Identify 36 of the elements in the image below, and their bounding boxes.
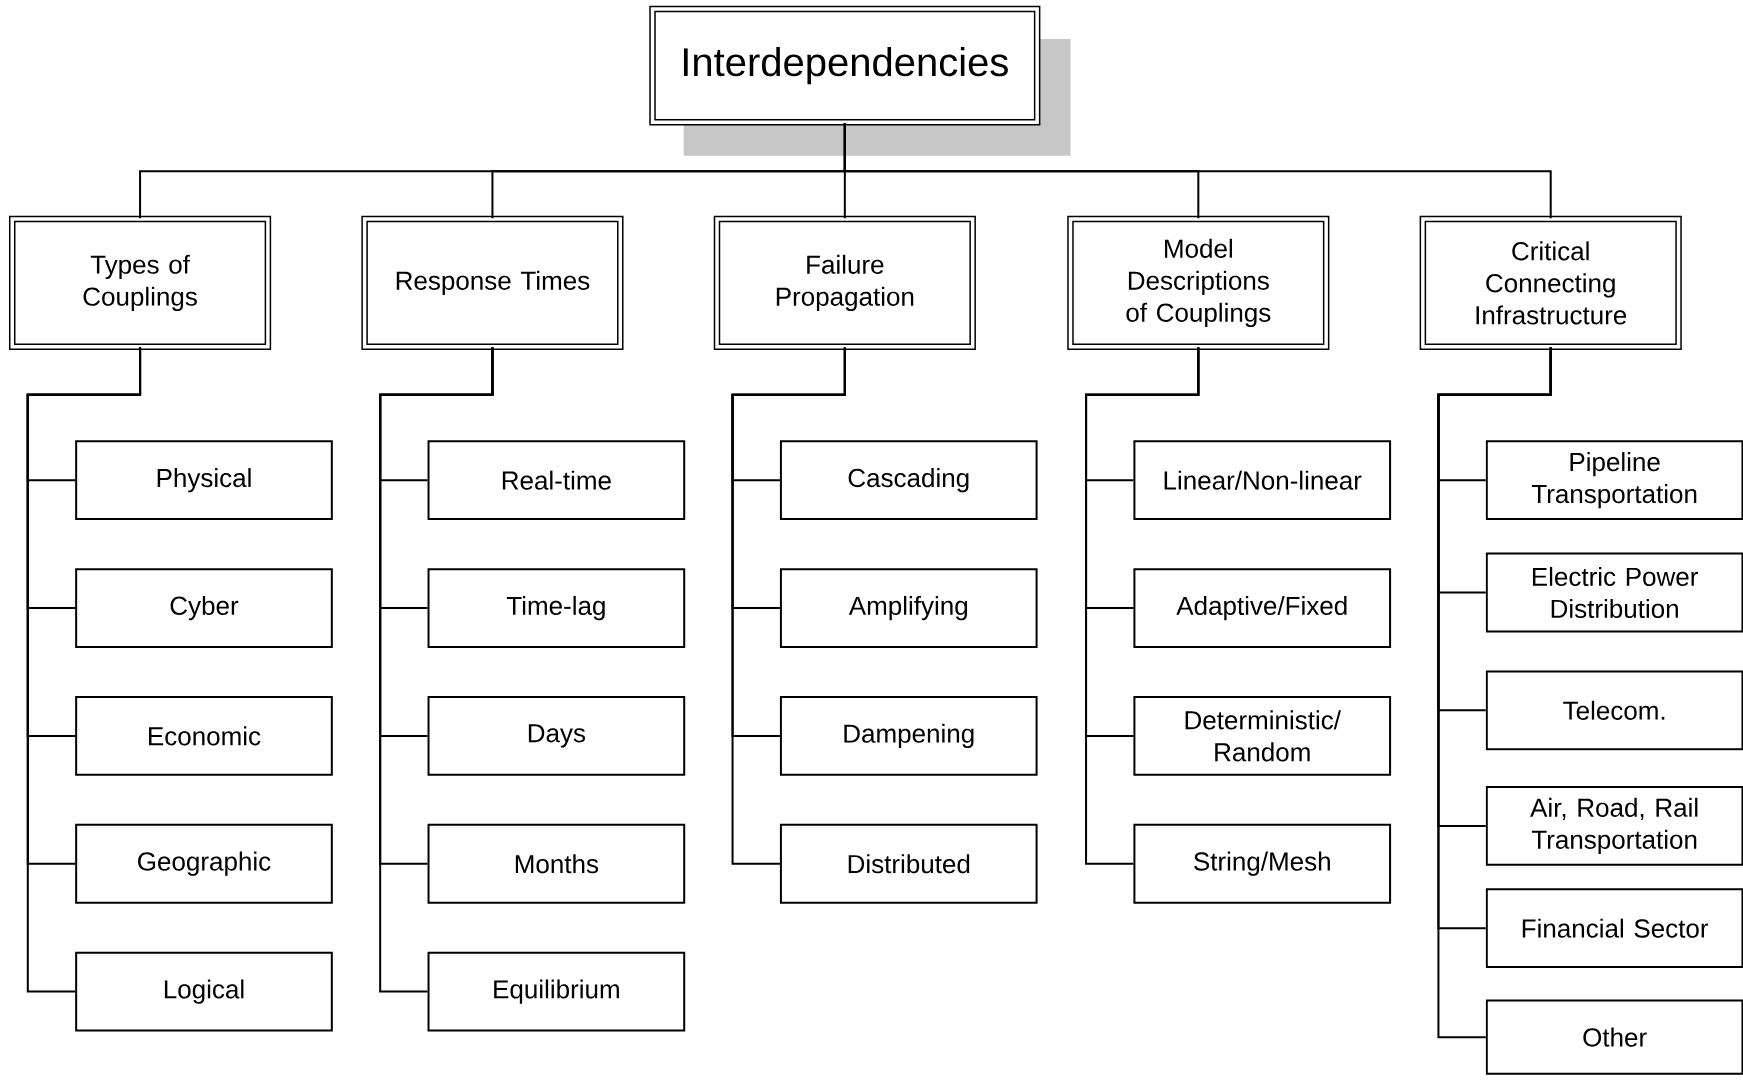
item-box: Economic [75, 696, 333, 776]
item-box: Deterministic/ Random [1133, 696, 1392, 776]
item-box: Cyber [75, 568, 333, 648]
item-box: Telecom. [1485, 670, 1743, 751]
item-box: Financial Sector [1485, 888, 1743, 969]
category-box: Model Descriptions of Couplings [1067, 215, 1330, 351]
item-box: Amplifying [779, 568, 1038, 648]
item-box: Air, Road, Rail Transportation [1485, 786, 1743, 866]
category-box: Response Times [361, 215, 624, 351]
category-box: Failure Propagation [713, 215, 976, 351]
item-box: Distributed [779, 823, 1038, 904]
item-box: Adaptive/Fixed [1133, 568, 1392, 648]
category-box: Critical Connecting Infrastructure [1419, 215, 1682, 351]
item-box: Dampening [779, 696, 1038, 776]
item-box: Cascading [779, 440, 1038, 521]
item-box: Pipeline Transportation [1485, 440, 1743, 521]
item-box: Equilibrium [427, 951, 686, 1032]
connector-line [1085, 346, 1200, 865]
item-box: Physical [75, 440, 333, 521]
item-box: Time-lag [427, 568, 686, 648]
root-box: Interdependencies [649, 5, 1041, 126]
category-box: Types of Couplings [9, 215, 272, 351]
connector-line [843, 122, 1552, 220]
item-box: Days [427, 696, 686, 776]
item-box: Real-time [427, 440, 686, 521]
connector-line [26, 346, 142, 993]
item-box: Logical [75, 951, 333, 1032]
connector-line [1437, 346, 1552, 1039]
item-box: Linear/Non-linear [1133, 440, 1392, 521]
item-box: Electric Power Distribution [1485, 552, 1743, 633]
item-box: Other [1485, 999, 1743, 1075]
item-box: Geographic [75, 823, 333, 904]
connector-line [731, 346, 846, 865]
item-box: Months [427, 823, 686, 904]
item-box: String/Mesh [1133, 823, 1392, 904]
connector-line [379, 346, 494, 993]
